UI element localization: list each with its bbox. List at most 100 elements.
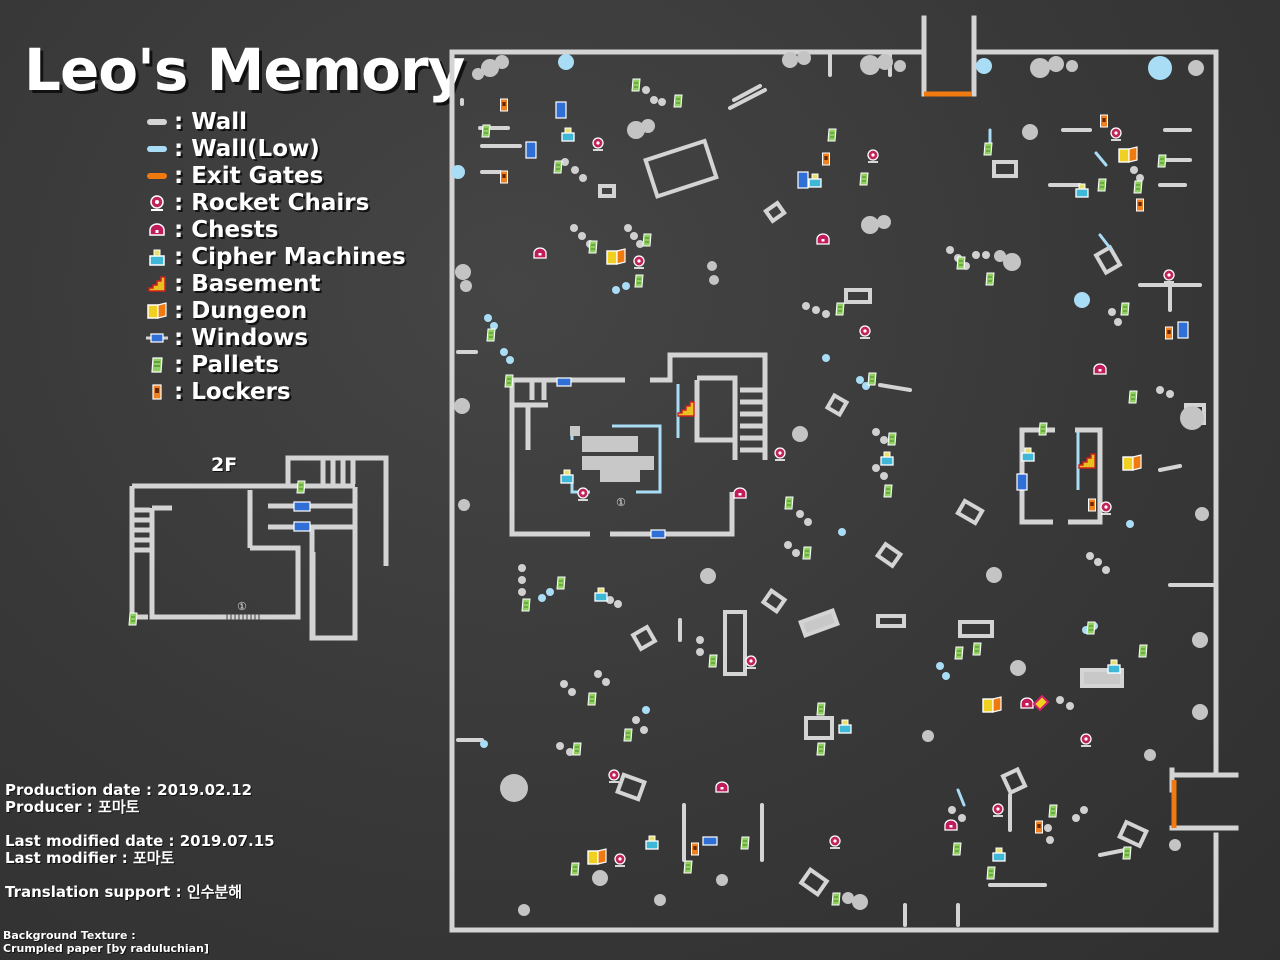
pallet-icon — [831, 892, 841, 906]
pallet-icon — [972, 642, 982, 656]
window-icon — [1177, 321, 1189, 339]
window-icon — [555, 101, 567, 119]
pallet-icon — [1048, 804, 1058, 818]
pallet-icon — [673, 94, 683, 108]
basement-icon — [1078, 453, 1096, 469]
rocket-chair-icon — [577, 487, 589, 501]
outer-walls — [449, 15, 1239, 933]
pallet-icon — [642, 233, 652, 247]
map-info: Production date : 2019.02.12 Producer : … — [5, 782, 275, 901]
pallet-icon — [504, 374, 514, 388]
floor-marker: ① — [616, 496, 626, 509]
translation-support: Translation support : 인수분해 — [5, 883, 243, 901]
dungeon-icon — [1122, 454, 1142, 471]
legend-label: : Basement — [174, 270, 321, 297]
cipher-machine-icon — [560, 469, 574, 484]
pallet-icon — [740, 836, 750, 850]
second-floor-marker: ① — [237, 600, 247, 613]
pallet-icon — [631, 78, 641, 92]
chest-icon — [944, 819, 958, 831]
chest-icon — [816, 233, 830, 245]
locker-icon — [1035, 820, 1043, 834]
rocket-chairs — [577, 127, 1175, 867]
legend-label: : Wall(Low) — [174, 135, 320, 162]
second-floor-items — [128, 480, 311, 626]
rocket-chair-icon — [745, 655, 757, 669]
texture-credit: Background Texture : Crumpled paper [by … — [3, 929, 209, 955]
hatch-icon — [1032, 694, 1050, 712]
second-floor-label: 2F — [211, 454, 238, 476]
producer: Producer : 포마토 — [5, 798, 140, 816]
obstacle-clusters — [454, 51, 1209, 916]
rocket-chair-icon — [1163, 269, 1175, 283]
pallet-icon — [1157, 154, 1167, 168]
rocket-chair-icon — [1080, 733, 1092, 747]
window-icon — [556, 377, 572, 387]
cipher-machine-icon — [594, 587, 608, 602]
cipher-machine-icon — [992, 847, 1006, 862]
pallet-icon — [1120, 302, 1130, 316]
legend-item-dungeon: : Dungeon — [144, 297, 406, 324]
legend-item-rocket-chairs: : Rocket Chairs — [144, 189, 406, 216]
legend-item-exit-gates: : Exit Gates — [144, 162, 406, 189]
pallet-icon — [1097, 178, 1107, 192]
rocket-chair-icon — [633, 255, 645, 269]
locker-icon — [144, 381, 170, 403]
rocket-chair-icon — [608, 769, 620, 783]
locker-icon — [1088, 498, 1096, 512]
pallet-icon — [587, 692, 597, 706]
cipher-machine-icon — [880, 451, 894, 466]
legend-item-wall: : Wall — [144, 108, 406, 135]
wall-icon — [144, 111, 170, 133]
chest-icon — [533, 247, 547, 259]
pallet-icon — [572, 742, 582, 756]
window-icon — [650, 529, 666, 539]
window-icon — [797, 171, 809, 189]
rocket-chair-icon — [992, 803, 1004, 817]
pallet-icon — [784, 496, 794, 510]
locker-icon — [500, 170, 508, 184]
cipher-machine-icon — [1107, 659, 1121, 674]
locker-icon — [691, 842, 699, 856]
legend-label: : Windows — [174, 324, 309, 351]
exit-gates — [924, 91, 1177, 828]
dungeon-icon — [982, 696, 1002, 713]
pallet-icon — [128, 612, 138, 626]
cipher-machine-icon — [144, 246, 170, 268]
window-icon — [293, 501, 311, 512]
pallet-icon — [956, 256, 966, 270]
pallet-icon — [986, 866, 996, 880]
legend-label: : Cipher Machines — [174, 243, 406, 270]
rocket-chair-icon — [1110, 127, 1122, 141]
legend-item-chests: : Chests — [144, 216, 406, 243]
map-title: Leo's Memory — [24, 36, 465, 104]
rocket-chair-icon — [592, 137, 604, 151]
legend-label: : Wall — [174, 108, 248, 135]
dungeon-icon — [587, 848, 607, 865]
last-modifier: Last modifier : 포마토 — [5, 849, 175, 867]
pallet-icon — [802, 546, 812, 560]
pallet-icon — [521, 598, 531, 612]
pallet-icon — [683, 860, 693, 874]
chest-icon — [715, 781, 729, 793]
dungeons — [587, 146, 1142, 865]
rocket-chair-icon — [614, 853, 626, 867]
legend-label: : Exit Gates — [174, 162, 324, 189]
rocket-chair-icon — [774, 447, 786, 461]
second-floor-map — [129, 455, 389, 641]
pallet-icon — [883, 484, 893, 498]
window-icon — [144, 327, 170, 349]
window-icon — [702, 836, 718, 846]
central-building — [509, 352, 768, 537]
rocket-chair-icon — [829, 835, 841, 849]
pallet-icon — [553, 160, 563, 174]
locker-icon — [1136, 198, 1144, 212]
legend-item-windows: : Windows — [144, 324, 406, 351]
dungeon-icon — [144, 300, 170, 322]
pallet-icon — [887, 432, 897, 446]
basement-icon — [144, 273, 170, 295]
rocket-chair-icon — [144, 192, 170, 214]
locker-icon — [500, 98, 508, 112]
locker-icon — [822, 152, 830, 166]
cipher-machine-icon — [561, 127, 575, 142]
